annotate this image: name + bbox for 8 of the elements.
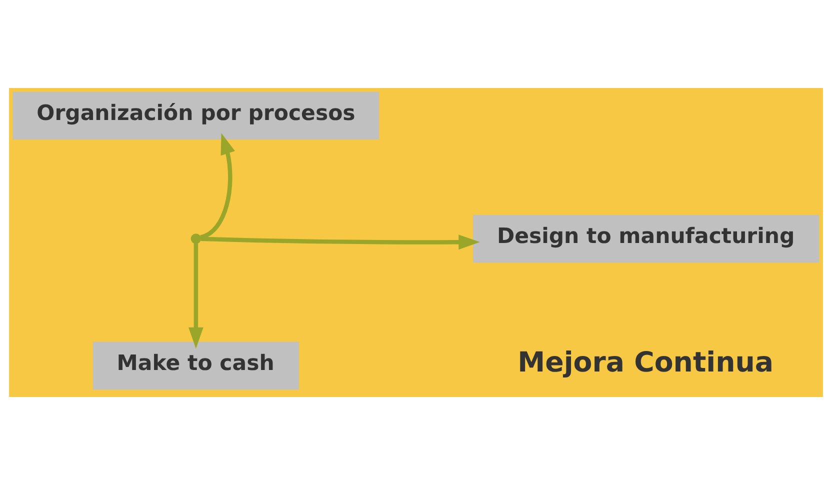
node-box: Organización por procesos [12, 91, 380, 139]
node-point [190, 233, 202, 244]
node-box: Make to cash [92, 341, 299, 390]
label: Mejora Continua [518, 344, 774, 378]
arrow [188, 242, 204, 348]
arrow [200, 234, 480, 250]
arrow [200, 132, 235, 239]
node-box: Design to manufacturing [473, 214, 820, 262]
